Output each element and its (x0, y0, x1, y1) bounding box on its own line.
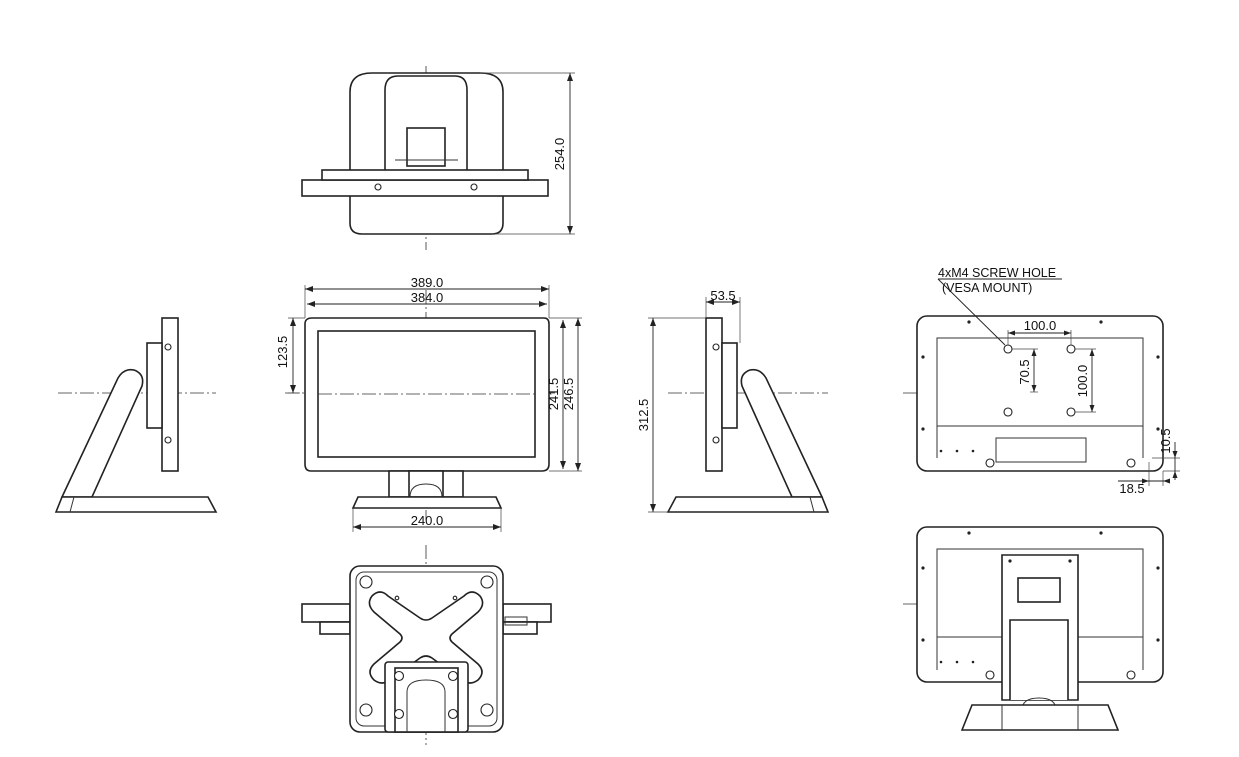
top-view: 254.0 (301, 66, 575, 250)
dim-screen-width: 384.0 (411, 290, 444, 305)
right-side-view: 53.5 312.5 (636, 288, 830, 513)
dim-stand-width: 240.0 (411, 513, 444, 528)
dim-center-height: 123.5 (275, 336, 290, 369)
rear-view-vesa: 4xM4 SCREW HOLE (VESA MOUNT) 100.0 70.5 … (903, 266, 1180, 496)
dim-edge-offset-vertical: 10.5 (1158, 428, 1173, 453)
dim-side-depth: 53.5 (710, 288, 735, 303)
dim-vesa-vertical-inner: 70.5 (1017, 359, 1032, 384)
dim-vesa-vertical: 100.0 (1075, 365, 1090, 398)
rear-view-stand (903, 526, 1164, 731)
dim-total-height: 312.5 (636, 399, 651, 432)
dim-top-view-depth: 254.0 (552, 138, 567, 171)
dim-edge-offset-horizontal: 18.5 (1119, 481, 1144, 496)
note-screw-hole: 4xM4 SCREW HOLE (938, 266, 1056, 280)
dim-overall-width: 389.0 (411, 275, 444, 290)
front-view: 389.0 384.0 123.5 241.5 246.5 240.0 (275, 275, 582, 532)
bottom-view (301, 545, 552, 745)
dim-overall-height: 246.5 (561, 378, 576, 411)
dim-vesa-horizontal: 100.0 (1024, 318, 1057, 333)
note-vesa-mount: (VESA MOUNT) (942, 281, 1032, 295)
dim-screen-height: 241.5 (546, 378, 561, 411)
left-side-view (54, 317, 218, 513)
